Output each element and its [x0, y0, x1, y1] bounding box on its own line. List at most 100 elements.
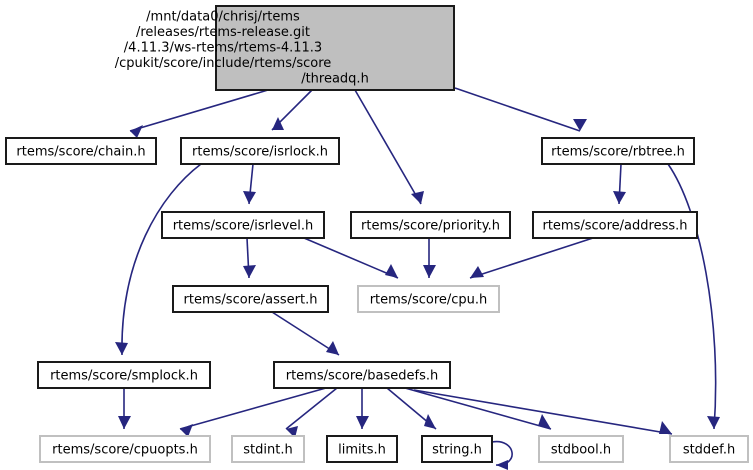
graph-node-smplock[interactable]: rtems/score/smplock.h [37, 361, 211, 389]
graph-node-stddef[interactable]: stddef.h [669, 435, 749, 463]
arrowhead-icon [496, 460, 508, 470]
node-label: rtems/score/isrlevel.h [173, 219, 314, 234]
edge-line [667, 163, 717, 430]
edge-root-to-chain [129, 89, 269, 138]
arrowhead-icon [659, 421, 672, 434]
node-box[interactable] [357, 285, 500, 313]
graph-node-cpu[interactable]: rtems/score/cpu.h [357, 285, 500, 313]
node-box[interactable] [215, 5, 455, 91]
node-box[interactable] [350, 211, 511, 239]
node-label: rtems/score/cpu.h [370, 293, 488, 308]
graph-node-assert[interactable]: rtems/score/assert.h [172, 285, 329, 313]
edge-line [354, 89, 422, 205]
edge-line [404, 387, 552, 430]
node-box[interactable] [180, 137, 340, 165]
node-label-line: /cpukit/score/include/rtems/score [115, 56, 332, 71]
node-label: rtems/score/assert.h [184, 293, 318, 308]
edge-priority-to-cpu [423, 238, 436, 278]
arrowhead-icon [470, 266, 484, 278]
edge-line [413, 389, 673, 435]
edge-root-to-isrlock [271, 89, 313, 131]
edge-basedefs-to-string [386, 387, 437, 430]
edge-line [129, 89, 269, 132]
edge-basedefs-to-stddef [413, 389, 673, 435]
edge-basedefs-to-stdbool [404, 387, 552, 430]
edge-root-to-rbtree [454, 87, 587, 132]
edge-line [303, 237, 399, 279]
graph-node-stdbool[interactable]: stdbool.h [538, 435, 624, 463]
graph-node-basedefs[interactable]: rtems/score/basedefs.h [273, 361, 451, 389]
node-layer: /mnt/data0/chrisj/rtems/releases/rtems-r… [5, 5, 749, 463]
edge-layer [115, 87, 720, 470]
node-label: rtems/score/address.h [542, 219, 687, 234]
arrowhead-icon [385, 264, 398, 278]
node-label: rtems/score/chain.h [16, 145, 145, 160]
arrowhead-icon [538, 414, 551, 429]
node-box[interactable] [532, 211, 698, 239]
node-label: rtems/score/priority.h [361, 219, 500, 234]
node-label-line: /mnt/data0/chrisj/rtems [146, 10, 300, 25]
node-box[interactable] [538, 435, 624, 463]
node-label: rtems/score/basedefs.h [286, 369, 439, 384]
graph-node-stdint[interactable]: stdint.h [231, 435, 305, 463]
edge-line [179, 387, 327, 430]
graph-node-cpuopts[interactable]: rtems/score/cpuopts.h [39, 435, 211, 463]
node-box[interactable] [39, 435, 211, 463]
graph-node-rbtree[interactable]: rtems/score/rbtree.h [541, 137, 695, 165]
arrowhead-icon [423, 265, 436, 278]
edge-isrlevel-to-assert [243, 237, 256, 279]
arrowhead-icon [118, 416, 131, 429]
arrowhead-icon [707, 416, 720, 429]
node-box[interactable] [172, 285, 329, 313]
edge-rbtree-to-address [613, 163, 626, 205]
node-box[interactable] [5, 137, 157, 165]
arrowhead-icon [272, 117, 284, 130]
node-box[interactable] [37, 361, 211, 389]
node-box[interactable] [541, 137, 695, 165]
arrowhead-icon [411, 191, 424, 204]
graph-node-chain[interactable]: rtems/score/chain.h [5, 137, 157, 165]
node-label: limits.h [338, 443, 386, 458]
edge-address-to-cpu [469, 237, 594, 279]
node-label-line: /threadq.h [301, 72, 369, 87]
node-box[interactable] [273, 361, 451, 389]
arrowhead-icon [243, 265, 256, 278]
edge-basedefs-to-cpuopts [179, 387, 327, 437]
arrowhead-icon [243, 191, 256, 204]
node-box[interactable] [421, 435, 493, 463]
node-label: rtems/score/cpuopts.h [52, 443, 198, 458]
node-box[interactable] [231, 435, 305, 463]
node-label-line: /4.11.3/ws-rtems/rtems-4.11.3 [124, 41, 322, 56]
graph-node-priority[interactable]: rtems/score/priority.h [350, 211, 511, 239]
arrowhead-icon [424, 414, 436, 429]
edge-line [469, 237, 594, 279]
node-box[interactable] [326, 435, 398, 463]
node-label: rtems/score/rbtree.h [551, 145, 685, 160]
graph-node-limits[interactable]: limits.h [326, 435, 398, 463]
node-label: stdbool.h [551, 443, 611, 458]
node-label: rtems/score/isrlock.h [192, 145, 328, 160]
edge-line [285, 387, 338, 430]
node-label: stdint.h [243, 443, 292, 458]
node-box[interactable] [669, 435, 749, 463]
graph-node-string[interactable]: string.h [421, 435, 493, 463]
arrowhead-icon [573, 119, 587, 131]
edge-string-to-string [491, 440, 513, 470]
node-label-line: /releases/rtems-release.git [136, 25, 310, 40]
edge-smplock-to-cpuopts [118, 388, 131, 429]
arrowhead-icon [130, 125, 143, 138]
graph-node-address[interactable]: rtems/score/address.h [532, 211, 698, 239]
graph-node-isrlevel[interactable]: rtems/score/isrlevel.h [161, 211, 325, 239]
edge-basedefs-to-limits [356, 388, 369, 429]
node-box[interactable] [161, 211, 325, 239]
edge-line [271, 311, 340, 356]
node-label: stddef.h [683, 443, 735, 458]
graph-node-isrlock[interactable]: rtems/score/isrlock.h [180, 137, 340, 165]
edge-line [454, 87, 581, 132]
edge-assert-to-basedefs [271, 311, 340, 356]
edge-isrlock-to-smplock [115, 163, 202, 356]
graph-node-root[interactable]: /mnt/data0/chrisj/rtems/releases/rtems-r… [115, 5, 455, 91]
arrowhead-icon [613, 191, 626, 204]
arrowhead-icon [180, 424, 193, 437]
